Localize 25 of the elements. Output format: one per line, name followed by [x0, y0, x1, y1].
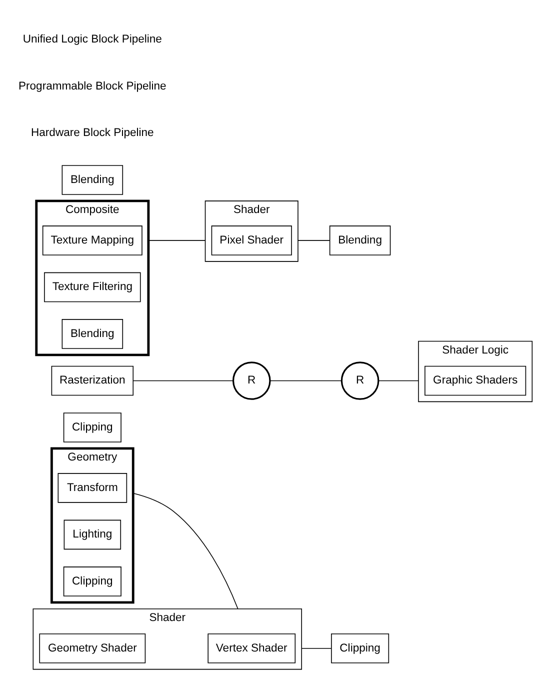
- node-box: Blending: [62, 318, 124, 348]
- node-box: Pixel Shader: [211, 225, 292, 255]
- connector: [378, 380, 419, 381]
- connector: [132, 380, 234, 381]
- node-circle: R: [232, 361, 271, 400]
- connector: [301, 647, 332, 648]
- node-box: Clipping: [331, 632, 390, 663]
- node-box: Texture Filtering: [44, 272, 141, 302]
- node-box: Graphic Shaders: [424, 365, 526, 396]
- node-box: Clipping: [63, 412, 122, 442]
- node-box: Blending: [329, 225, 391, 255]
- node-box: Geometry Shader: [39, 632, 146, 663]
- label: Programmable Block Pipeline: [18, 80, 166, 92]
- node-box: Lighting: [64, 519, 122, 550]
- node-box: Rasterization: [51, 365, 134, 396]
- node-box: Clipping: [63, 566, 122, 596]
- connector: [132, 492, 238, 609]
- node-box: Texture Mapping: [42, 225, 142, 255]
- label: Hardware Block Pipeline: [31, 126, 154, 139]
- label: Unified Logic Block Pipeline: [22, 33, 162, 46]
- connector: [270, 380, 342, 381]
- node-box: Vertex Shader: [208, 632, 296, 663]
- node-box: Blending: [62, 164, 124, 194]
- node-box: Transform: [58, 472, 128, 502]
- node-circle: R: [340, 361, 380, 400]
